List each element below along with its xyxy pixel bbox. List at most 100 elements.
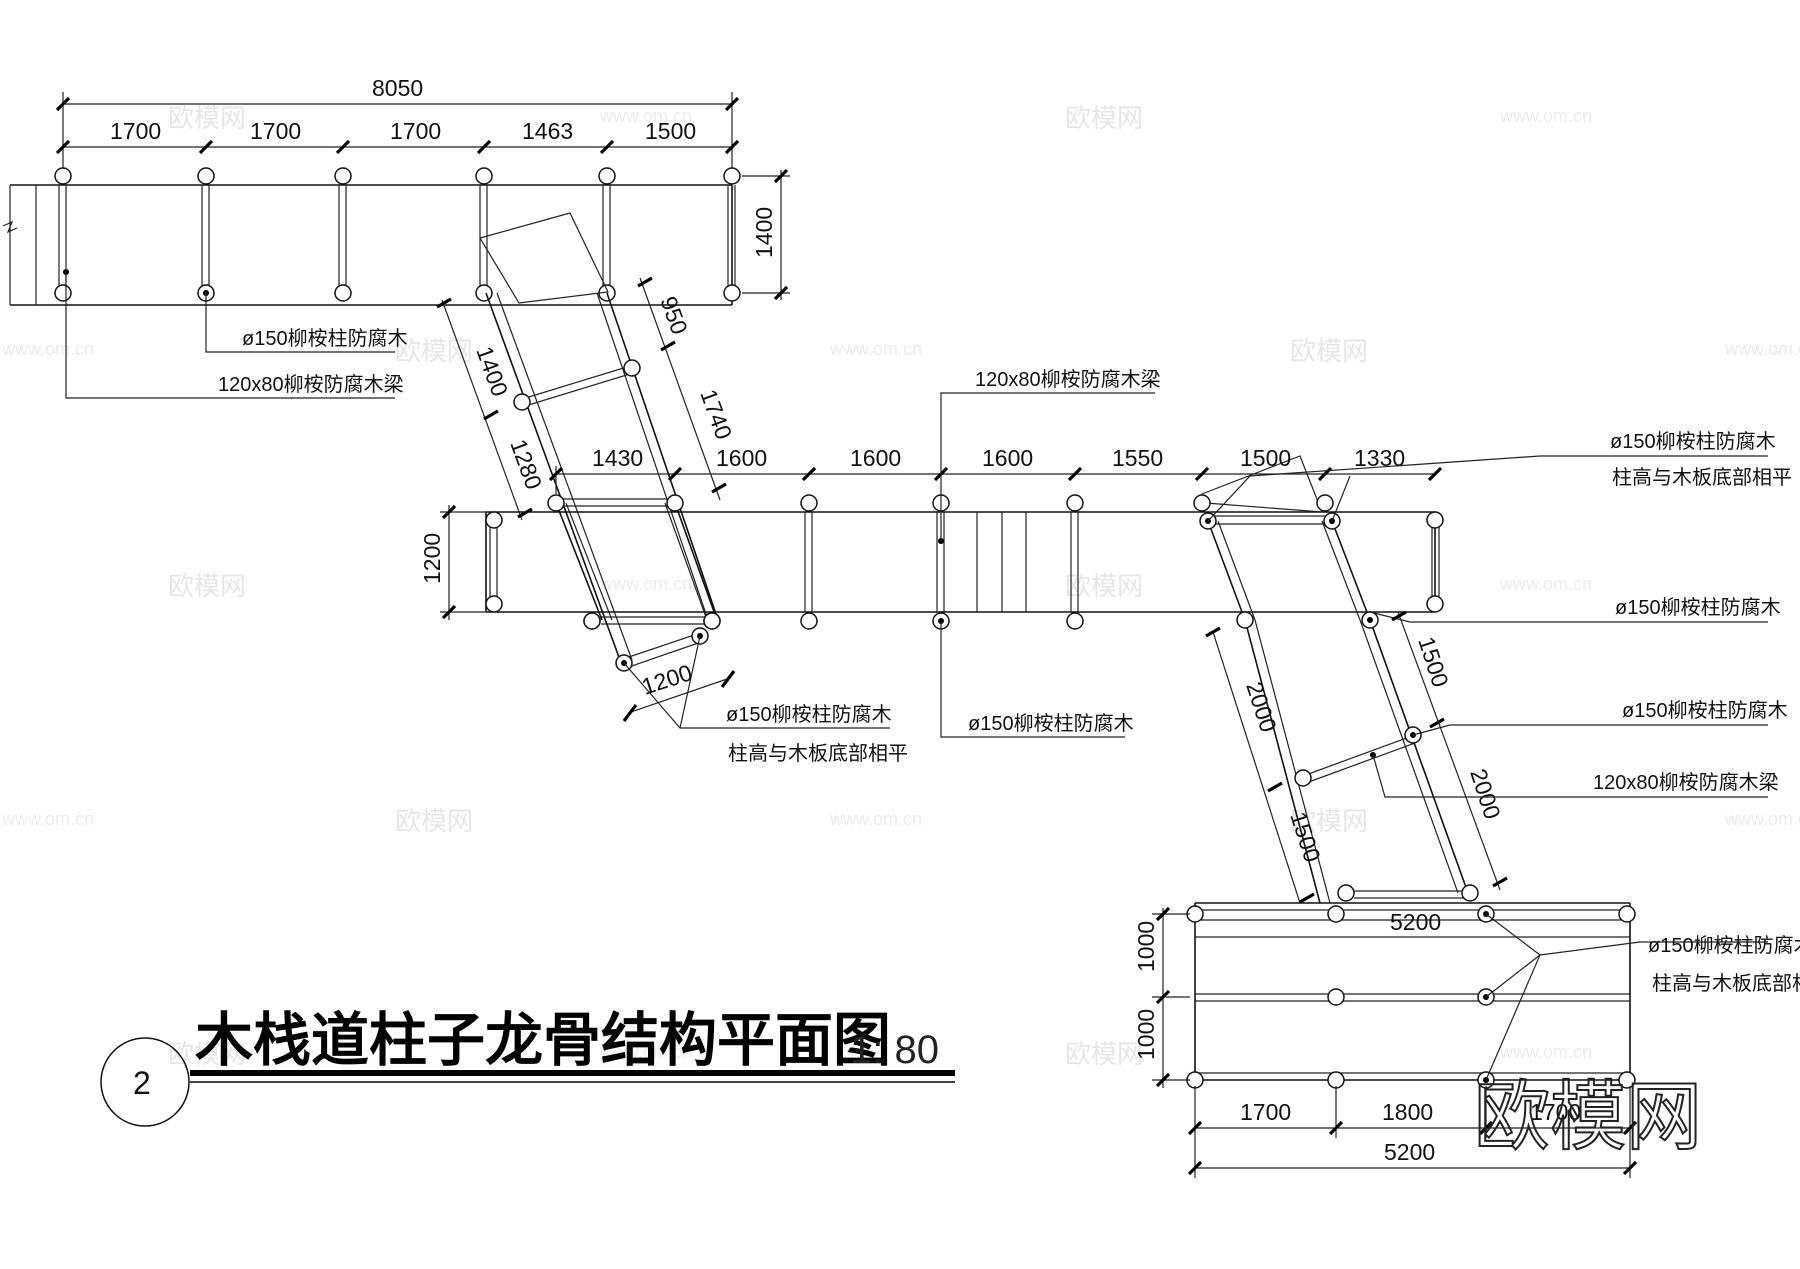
column-post — [485, 595, 503, 613]
dim-label: 1200 — [639, 659, 696, 700]
watermark-url: www.om.cn — [829, 339, 922, 359]
dim-label: 1600 — [982, 445, 1033, 471]
annotation-column: ø150柳桉柱防腐木 — [968, 712, 1134, 735]
watermark-url: www.om.cn — [599, 106, 692, 126]
annotation-column: ø150柳桉柱防腐木 — [1622, 699, 1788, 722]
title-block: 2 木栈道柱子龙骨结构平面图 1: 80 — [100, 1006, 955, 1127]
column-post — [197, 167, 215, 185]
column-post — [1618, 1071, 1636, 1089]
watermark-url: www.om.cn — [1, 339, 94, 359]
section-b-walkway: 1430 1600 1600 1600 1550 1500 1330 1200 … — [419, 368, 1792, 738]
dim-label: 1700 — [1530, 1099, 1581, 1125]
column-post — [1426, 511, 1444, 529]
dim-label: 1500 — [645, 118, 696, 144]
annotation-column: ø150柳桉柱防腐木 — [726, 703, 892, 726]
dim-label: 1500 — [1413, 634, 1454, 691]
section-c-platform: 5200 1000 1000 1700 1800 1700 5200 ø150柳… — [1133, 902, 1800, 1178]
dim-label: 1400 — [751, 207, 777, 258]
dimension-width-a: 1400 — [742, 168, 790, 301]
drawing-number-circle — [100, 1037, 190, 1127]
dim-label: 1000 — [1133, 921, 1159, 972]
column-post — [666, 494, 684, 512]
watermark-url: www.om.cn — [829, 809, 922, 829]
leaders-b: 120x80柳桉防腐木梁 ø150柳桉柱防腐木 ø150柳桉柱防腐木 柱高与木板… — [940, 368, 1792, 738]
dim-label: 1430 — [592, 445, 643, 471]
annotation-column: ø150柳桉柱防腐木 — [1610, 430, 1776, 453]
dim-label: 8050 — [372, 75, 423, 101]
watermark-url: www.om.cn — [1499, 106, 1592, 126]
column-post — [1461, 884, 1479, 902]
dim-label: 1700 — [250, 118, 301, 144]
dim-label: 950 — [655, 293, 693, 338]
column-post — [1316, 494, 1334, 512]
watermark-logo: 欧模网 — [395, 806, 473, 836]
column-post — [1327, 905, 1345, 923]
column-post — [547, 494, 565, 512]
watermark-logo: 欧模网 — [168, 103, 246, 133]
dim-label: 5200 — [1384, 1139, 1435, 1165]
column-post — [703, 612, 721, 630]
column-post — [723, 284, 741, 302]
dim-label: 1500 — [1240, 445, 1291, 471]
column-post — [1236, 611, 1254, 629]
dim-label: 5200 — [1390, 909, 1441, 935]
annotation-beam: 120x80柳桉防腐木梁 — [218, 373, 404, 396]
landing-square — [479, 212, 609, 304]
column-post — [334, 284, 352, 302]
dim-label: 1550 — [1112, 445, 1163, 471]
dim-label: 1463 — [522, 118, 573, 144]
watermark-url: www.om.cn — [1724, 339, 1800, 359]
leaders-a: ø150柳桉柱防腐木 120x80柳桉防腐木梁 — [65, 272, 408, 399]
watermark-url: www.om.cn — [1, 809, 94, 829]
column-post — [1066, 612, 1084, 630]
column-post — [1193, 494, 1211, 512]
annotation-beam: 120x80柳桉防腐木梁 — [975, 368, 1161, 391]
dim-label: 1600 — [850, 445, 901, 471]
annotation-note: 柱高与木板底部相平 — [1612, 466, 1792, 489]
column-post — [723, 167, 741, 185]
watermark-url: www.om.cn — [599, 1042, 692, 1062]
watermark-logo: 欧模网 — [168, 1039, 246, 1069]
beams-a — [58, 185, 736, 292]
column-post — [513, 393, 531, 411]
watermark-url: www.om.cn — [599, 574, 692, 594]
dim-label: 1700 — [390, 118, 441, 144]
column-post — [1327, 1071, 1345, 1089]
annotation-column: ø150柳桉柱防腐木 — [1615, 596, 1781, 619]
column-post — [583, 612, 601, 630]
dimension-segments-a: 1700 1700 1700 1463 1500 — [55, 118, 740, 155]
annotation-column: ø150柳桉柱防腐木 — [1648, 934, 1800, 957]
annotation-column: ø150柳桉柱防腐木 — [242, 327, 408, 350]
dim-label: 2000 — [1241, 679, 1282, 736]
watermark-logo: 欧模网 — [1065, 571, 1143, 601]
brand-watermark: 欧模网 — [1474, 1072, 1702, 1161]
column-post — [598, 167, 616, 185]
column-post — [1337, 884, 1355, 902]
drawing-scale: 1: 80 — [850, 1028, 939, 1072]
dimension-segments-b: 1430 1600 1600 1600 1550 1500 1330 — [548, 445, 1443, 494]
column-post — [475, 167, 493, 185]
dim-label: 1200 — [419, 533, 445, 584]
section-a-walkway: 8050 1700 1700 1700 1463 1500 1400 — [2, 75, 790, 399]
drawing-number: 2 — [133, 1065, 151, 1101]
dim-label: 2000 — [1465, 766, 1506, 823]
column-post — [475, 284, 493, 302]
drawing-title: 木栈道柱子龙骨结构平面图 — [195, 1006, 891, 1074]
column-post — [800, 612, 818, 630]
column-post — [1426, 595, 1444, 613]
annotation-note: 柱高与木板底部相平 — [1652, 972, 1800, 995]
column-post — [54, 167, 72, 185]
dim-label: 1600 — [716, 445, 767, 471]
watermark-logo: 欧模网 — [1290, 806, 1368, 836]
watermark-logo: 欧模网 — [168, 571, 246, 601]
dim-label: 1740 — [695, 386, 737, 443]
watermark-url: www.om.cn — [1499, 574, 1592, 594]
dim-label: 1700 — [110, 118, 161, 144]
column-post — [485, 511, 503, 529]
background-watermarks: 欧模网 www.om.cn 欧模网 www.om.cn www.om.cn 欧模… — [1, 103, 1800, 1069]
watermark-url: www.om.cn — [1724, 809, 1800, 829]
ramp-b-diagonal: 2000 1500 1500 2000 ø150柳桉柱防腐木 120x80柳桉防… — [1205, 610, 1788, 904]
column-post — [54, 284, 72, 302]
annotation-note: 柱高与木板底部相平 — [728, 742, 908, 765]
